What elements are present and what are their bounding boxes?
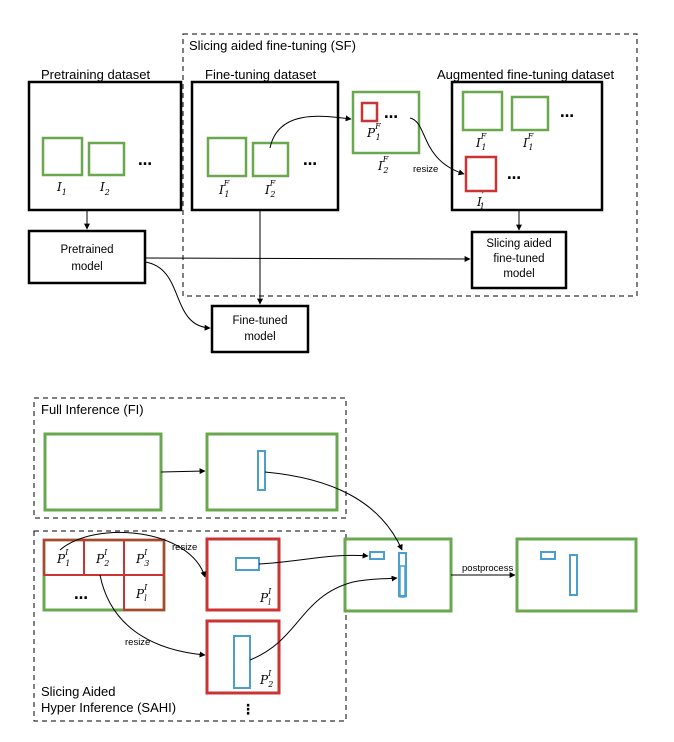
slice-patch-P1F — [360, 101, 379, 123]
final-tall-detection — [569, 554, 578, 596]
sahi-resize-label-1: resize — [172, 542, 197, 553]
sahi-resize-label-2: resize — [125, 637, 150, 648]
fi-region-label: Full Inference (FI) — [41, 402, 144, 417]
patch-P2-detection — [233, 635, 251, 689]
augmented-dataset-title: Augmented fine-tuning dataset — [437, 67, 614, 82]
resized-patch-Pl — [205, 537, 281, 612]
fi-region — [33, 397, 347, 519]
sahi-region — [33, 530, 347, 722]
arrow-fi-infer — [160, 468, 206, 475]
arrow-Pl-to-merged — [258, 552, 369, 565]
label-I1-prime: I′1 — [476, 191, 485, 211]
sf-region — [182, 33, 638, 297]
sliced-model-box — [470, 230, 568, 290]
arrow-P2-to-merged — [249, 575, 398, 661]
pretrain-ellipsis: … — [138, 153, 152, 169]
aug-resized-patch — [464, 155, 498, 193]
pretraining-dataset-box — [27, 80, 183, 212]
arrow-pretrained-to-finetuned — [144, 261, 211, 331]
aug-ellipsis-1: … — [560, 105, 574, 121]
label-I1: I1 — [56, 180, 67, 197]
grid-ellipsis: … — [74, 587, 88, 603]
fi-output-image — [205, 432, 339, 512]
finetune-ellipsis: … — [303, 153, 317, 169]
final-output-image — [515, 537, 638, 613]
pretraining-dataset-title: Pretraining dataset — [41, 67, 151, 82]
aug-ellipsis-2: … — [507, 167, 521, 183]
sf-region-label: Slicing aided fine-tuning (SF) — [189, 38, 356, 53]
aug-image-2 — [510, 95, 550, 132]
sliced-image-I2F — [351, 90, 421, 155]
merged-tall-detection-a — [398, 552, 407, 597]
patch-vertical-ellipsis: ⋮ — [241, 702, 255, 718]
augmented-dataset-box — [450, 80, 604, 212]
merged-small-detection — [369, 551, 385, 560]
postprocess-label: postprocess — [462, 563, 513, 574]
finetune-image-2 — [251, 141, 290, 178]
label-I2: I2 — [99, 180, 110, 197]
arrow-slice-out — [269, 115, 352, 149]
arrow-grid-to-P2 — [99, 574, 206, 658]
pretrain-image-2 — [87, 141, 126, 177]
patch-Pl-detection — [235, 557, 260, 571]
arrow-grid-to-Pl — [59, 532, 207, 578]
finetuning-dataset-title: Fine-tuning dataset — [205, 67, 317, 82]
arrow-pretrained-to-sliced-model — [144, 255, 471, 262]
sf-resize-label: resize — [413, 164, 438, 175]
finetuning-dataset-box — [190, 80, 340, 212]
merged-tall-detection-b — [399, 565, 406, 598]
pretrain-image-1 — [41, 136, 84, 177]
fi-input-image — [43, 432, 163, 512]
grid-patch-l — [123, 574, 165, 611]
arrow-slice-resize — [409, 117, 465, 176]
arrow-fi-to-merged — [264, 471, 403, 551]
finetuned-model-box — [210, 304, 310, 354]
pretrained-model-box — [27, 229, 147, 285]
slice-ellipsis: … — [384, 106, 398, 122]
fi-detection-box — [257, 450, 266, 491]
aug-image-1 — [461, 90, 504, 132]
resized-patch-P2 — [205, 619, 281, 695]
finetune-image-1 — [206, 136, 248, 178]
final-small-detection — [540, 551, 556, 560]
